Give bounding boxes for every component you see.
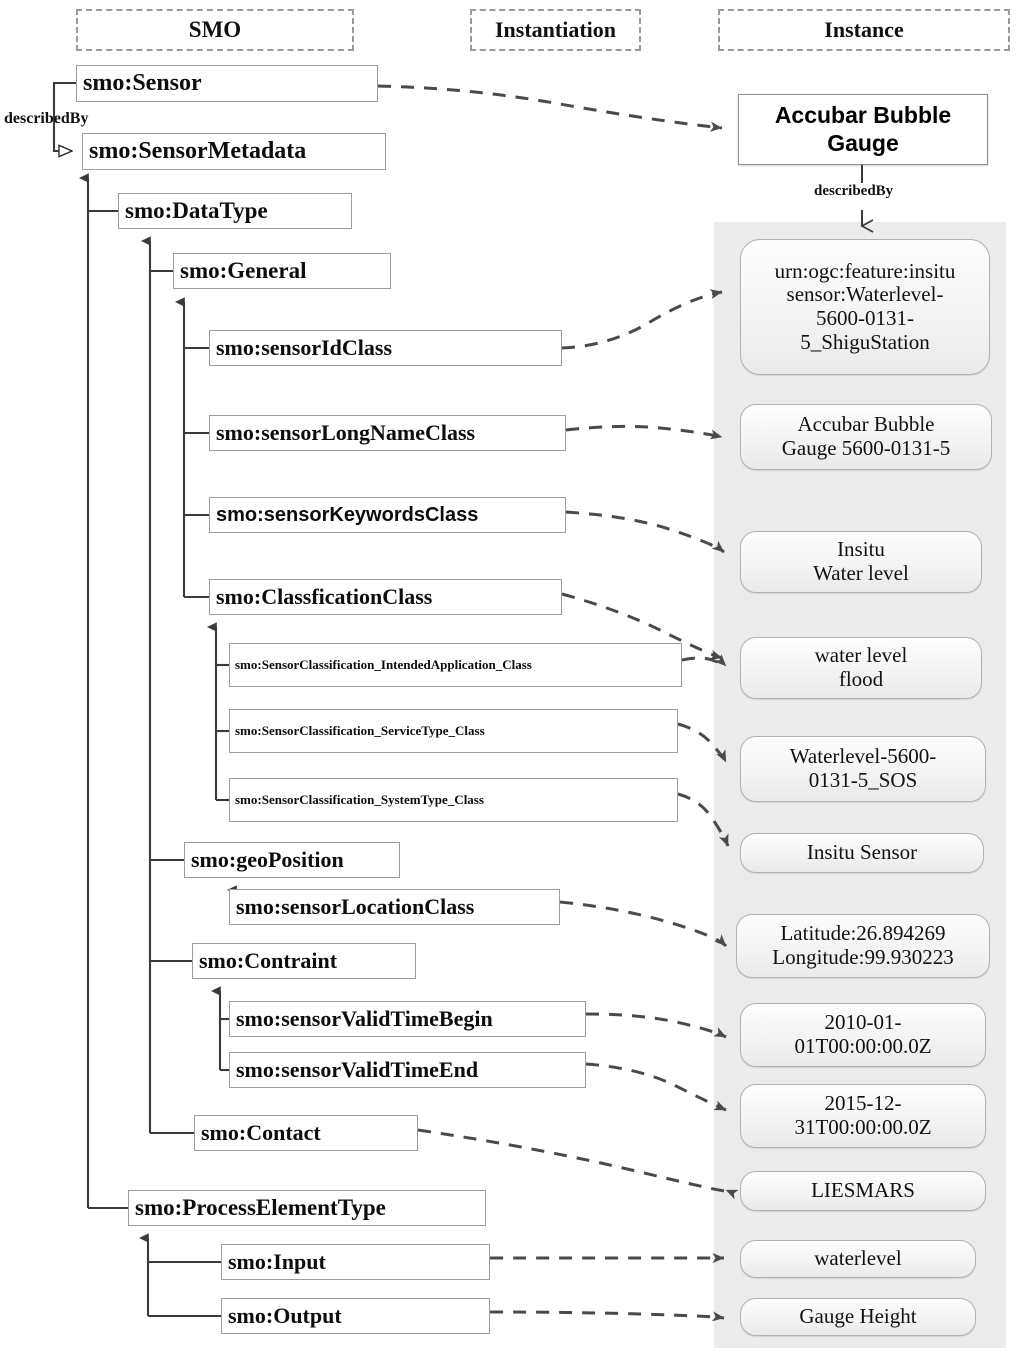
class-box-smo-geoposition[interactable]: smo:geoPosition	[184, 842, 400, 878]
class-box-smo-sensormetadata[interactable]: smo:SensorMetadata	[82, 133, 386, 170]
instance-line: Accubar Bubble	[797, 412, 935, 437]
instance-line: 2010-01-	[824, 1010, 902, 1035]
instance-line: 5600-0131-	[816, 306, 914, 330]
class-box-classification-system-type[interactable]: smo:SensorClassification_SystemType_Clas…	[229, 778, 678, 822]
column-header-instance-label: Instance	[824, 17, 904, 42]
instance-line: 01T00:00:00.0Z	[794, 1034, 932, 1058]
edge-label-described-by-left: describedBy	[4, 110, 88, 128]
instance-line: Insitu Sensor	[806, 840, 918, 865]
instance-line: 2015-12-	[824, 1091, 902, 1116]
column-header-instantiation-label: Instantiation	[494, 17, 617, 42]
class-label-smo-geoposition: smo:geoPosition	[191, 847, 344, 872]
class-label-smo-contact: smo:Contact	[201, 1120, 321, 1145]
class-label-smo-processelementtype: smo:ProcessElementType	[135, 1195, 386, 1220]
class-box-smo-sensorlongnameclass[interactable]: smo:sensorLongNameClass	[209, 415, 566, 451]
class-box-smo-sensorkeywordsclass[interactable]: smo:sensorKeywordsClass	[209, 497, 566, 533]
class-box-smo-output[interactable]: smo:Output	[221, 1298, 490, 1334]
instance-line: Insitu	[837, 537, 885, 562]
instance-line: Latitude:26.894269	[780, 921, 946, 946]
class-label-smo-sensormetadata: smo:SensorMetadata	[89, 138, 307, 164]
column-header-smo: SMO	[76, 9, 354, 51]
class-box-smo-sensorvalidtimebegin[interactable]: smo:sensorValidTimeBegin	[229, 1001, 586, 1037]
instance-line: 0131-5_SOS	[808, 768, 918, 792]
class-box-smo-general[interactable]: smo:General	[173, 253, 391, 289]
class-label-smo-sensorvalidtimeend: smo:sensorValidTimeEnd	[236, 1057, 479, 1082]
instance-pill-valid-time-end[interactable]: 2015-12- 31T00:00:00.0Z	[740, 1084, 986, 1148]
class-box-classification-service-type[interactable]: smo:SensorClassification_ServiceType_Cla…	[229, 709, 678, 753]
instance-line: 31T00:00:00.0Z	[794, 1115, 932, 1139]
class-label-smo-sensorvalidtimebegin: smo:sensorValidTimeBegin	[236, 1006, 493, 1031]
class-box-smo-classficationclass[interactable]: smo:ClassficationClass	[209, 579, 562, 615]
class-label-smo-contraint: smo:Contraint	[199, 948, 338, 973]
class-label-classification-intended-application: smo:SensorClassification_IntendedApplica…	[235, 657, 532, 672]
class-label-smo-sensorlongnameclass: smo:sensorLongNameClass	[216, 420, 476, 445]
class-label-smo-output: smo:Output	[228, 1303, 342, 1328]
instance-pill-valid-time-begin[interactable]: 2010-01- 01T00:00:00.0Z	[740, 1003, 986, 1067]
column-header-instantiation: Instantiation	[470, 9, 641, 51]
instance-line: Waterlevel-5600-	[789, 744, 937, 769]
column-header-smo-label: SMO	[188, 17, 242, 42]
class-label-smo-input: smo:Input	[228, 1249, 326, 1274]
class-label-smo-datatype: smo:DataType	[125, 198, 268, 223]
instance-line: Gauge	[827, 129, 899, 156]
class-box-smo-sensoridclass[interactable]: smo:sensorIdClass	[209, 330, 562, 366]
class-label-smo-sensoridclass: smo:sensorIdClass	[216, 335, 393, 360]
column-header-instance: Instance	[718, 9, 1010, 51]
instance-line: waterlevel	[814, 1246, 902, 1271]
instance-pill-system-type[interactable]: Insitu Sensor	[740, 833, 984, 873]
instance-line: water level	[814, 643, 908, 668]
instance-line: urn:ogc:feature:insitu	[774, 258, 956, 283]
class-box-smo-sensorlocationclass[interactable]: smo:sensorLocationClass	[229, 889, 560, 925]
instance-pill-sensor-keywords[interactable]: Insitu Water level	[740, 531, 982, 593]
edge-label-text: describedBy	[814, 183, 894, 199]
instance-line: LIESMARS	[811, 1178, 915, 1203]
class-label-smo-general: smo:General	[180, 258, 307, 283]
class-box-smo-sensor[interactable]: smo:Sensor	[76, 65, 378, 102]
edge-label-described-by-right: describedBy	[814, 183, 893, 200]
instance-line: sensor:Waterlevel-	[786, 282, 944, 307]
class-box-classification-intended-application[interactable]: smo:SensorClassification_IntendedApplica…	[229, 643, 682, 687]
class-box-smo-input[interactable]: smo:Input	[221, 1244, 490, 1280]
class-label-smo-sensorlocationclass: smo:sensorLocationClass	[236, 894, 475, 919]
instance-line: Gauge Height	[799, 1304, 917, 1329]
instance-line: 5_ShiguStation	[800, 329, 930, 354]
instance-pill-sensor-long-name[interactable]: Accubar Bubble Gauge 5600-0131-5	[740, 404, 992, 470]
class-label-smo-classficationclass: smo:ClassficationClass	[216, 584, 433, 609]
instance-line: Accubar Bubble	[774, 101, 952, 128]
instance-pill-intended-application[interactable]: water level flood	[740, 637, 982, 699]
instance-pill-service-type[interactable]: Waterlevel-5600- 0131-5_SOS	[740, 736, 986, 802]
instance-line: Longitude:99.930223	[772, 945, 954, 969]
class-label-smo-sensorkeywordsclass: smo:sensorKeywordsClass	[216, 503, 479, 526]
edge-label-text: describedBy	[4, 110, 89, 127]
instance-line: Gauge 5600-0131-5	[781, 436, 951, 460]
instance-pill-input-value[interactable]: waterlevel	[740, 1240, 976, 1278]
instance-pill-sensor-urn[interactable]: urn:ogc:feature:insitu sensor:Waterlevel…	[740, 239, 990, 375]
class-label-classification-system-type: smo:SensorClassification_SystemType_Clas…	[235, 792, 484, 807]
class-label-classification-service-type: smo:SensorClassification_ServiceType_Cla…	[235, 723, 485, 738]
instance-box-accubar-bubble-gauge[interactable]: Accubar Bubble Gauge	[738, 94, 988, 165]
instance-line: flood	[838, 667, 884, 691]
class-box-smo-processelementtype[interactable]: smo:ProcessElementType	[128, 1190, 486, 1226]
class-box-smo-sensorvalidtimeend[interactable]: smo:sensorValidTimeEnd	[229, 1052, 586, 1088]
class-label-smo-sensor: smo:Sensor	[83, 70, 202, 96]
class-box-smo-contact[interactable]: smo:Contact	[194, 1115, 418, 1151]
instance-pill-output-value[interactable]: Gauge Height	[740, 1298, 976, 1336]
class-box-smo-contraint[interactable]: smo:Contraint	[192, 943, 416, 979]
instance-line: Water level	[813, 561, 909, 585]
instance-pill-contact-org[interactable]: LIESMARS	[740, 1171, 986, 1211]
class-box-smo-datatype[interactable]: smo:DataType	[118, 193, 352, 229]
instance-pill-sensor-location[interactable]: Latitude:26.894269 Longitude:99.930223	[736, 914, 990, 978]
